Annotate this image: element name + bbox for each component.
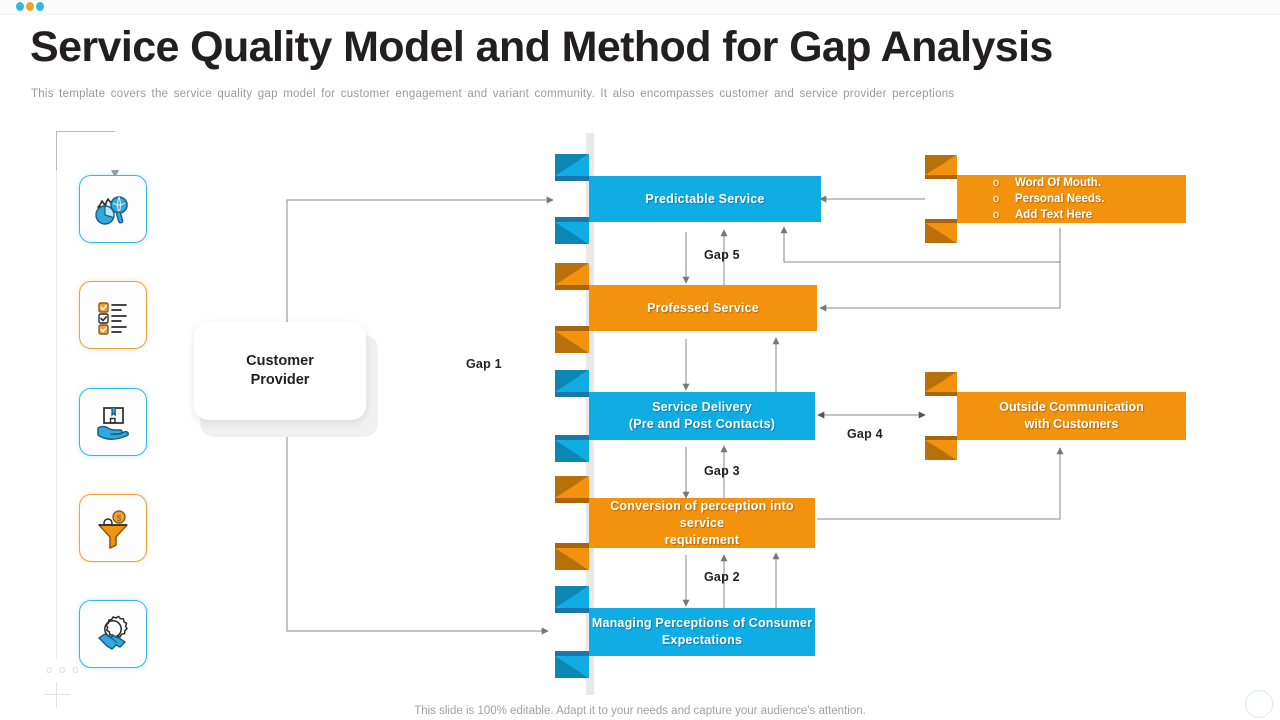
sidebar-pointer-bracket — [56, 131, 119, 178]
plus-mark-icon — [44, 682, 70, 708]
node-label: Conversion of perception into service re… — [589, 498, 815, 549]
node-label-line2: requirement — [664, 532, 740, 547]
node-label-line2: (Pre and Post Contacts) — [628, 417, 776, 431]
ribbon-body — [589, 392, 815, 440]
node-label: Predictable Service — [645, 191, 765, 206]
page-title: Service Quality Model and Method for Gap… — [30, 23, 1053, 71]
node-professed-service[interactable]: Professed Service — [555, 263, 817, 353]
gap-1-label: Gap 1 — [466, 357, 502, 371]
hand-delivery-box-icon[interactable] — [79, 388, 147, 456]
list-item: Word Of Mouth. — [993, 175, 1104, 191]
footer-note: This slide is 100% editable. Adapt it to… — [414, 705, 866, 717]
funnel-coins-icon[interactable]: $ — [79, 494, 147, 562]
node-label: Managing Perceptions of Consumer Expecta… — [592, 615, 812, 649]
customer-provider-line2: Provider — [250, 372, 310, 388]
bullet-list: Word Of Mouth. Personal Needs. Add Text … — [957, 175, 1104, 223]
gap-3-label: Gap 3 — [704, 464, 740, 478]
node-outside-communication[interactable]: Outside Communication with Customers — [925, 372, 1186, 460]
checklist-icon[interactable] — [79, 281, 147, 349]
svg-text:$: $ — [117, 514, 122, 523]
node-predictable-service[interactable]: Predictable Service — [555, 154, 821, 244]
node-label-line2: with Customers — [1024, 417, 1119, 431]
top-strip — [0, 0, 1280, 15]
logo-dots — [16, 2, 44, 11]
node-conversion-perception[interactable]: Conversion of perception into service re… — [555, 476, 815, 570]
gap-2-label: Gap 2 — [704, 570, 740, 584]
bottom-right-circle-icon — [1245, 690, 1273, 718]
dot-amber-icon — [26, 2, 34, 11]
corner-decoration: o o o — [44, 660, 88, 712]
analytics-magnifier-icon[interactable] — [79, 175, 147, 243]
node-word-of-mouth[interactable]: Word Of Mouth. Personal Needs. Add Text … — [925, 155, 1186, 243]
customer-provider-line1: Customer — [246, 353, 314, 369]
dotted-marks-icon: o o o — [46, 664, 81, 676]
ribbon-body — [957, 392, 1186, 440]
customer-provider-card[interactable]: Customer Provider — [194, 322, 366, 420]
handshake-gear-icon[interactable] — [79, 600, 147, 668]
node-label: Professed Service — [647, 300, 759, 315]
dot-teal-icon — [36, 2, 44, 11]
ribbon-body — [589, 285, 817, 331]
node-service-delivery[interactable]: Service Delivery (Pre and Post Contacts) — [555, 370, 815, 462]
node-label-line1: Outside Communication — [999, 400, 1144, 414]
list-item: Personal Needs. — [993, 191, 1104, 207]
ribbon-body — [589, 608, 815, 656]
gap-4-label: Gap 4 — [847, 427, 883, 441]
node-label: Outside Communication with Customers — [957, 399, 1186, 433]
list-item: Add Text Here — [993, 207, 1104, 223]
dot-teal-icon — [16, 2, 24, 11]
sidebar-rail-line — [56, 170, 57, 660]
node-label-line1: Managing Perceptions of Consumer — [591, 616, 813, 630]
ribbon-body — [589, 176, 821, 222]
ribbon-body — [589, 498, 815, 548]
gap-5-label: Gap 5 — [704, 248, 740, 262]
node-managing-perceptions[interactable]: Managing Perceptions of Consumer Expecta… — [555, 586, 815, 678]
page-subtitle: This template covers the service quality… — [31, 88, 955, 100]
node-label-line2: Expectations — [661, 633, 743, 647]
node-label: Service Delivery (Pre and Post Contacts) — [629, 399, 775, 433]
node-label-line1: Conversion of perception into service — [610, 498, 794, 530]
node-label-line1: Service Delivery — [652, 400, 752, 414]
